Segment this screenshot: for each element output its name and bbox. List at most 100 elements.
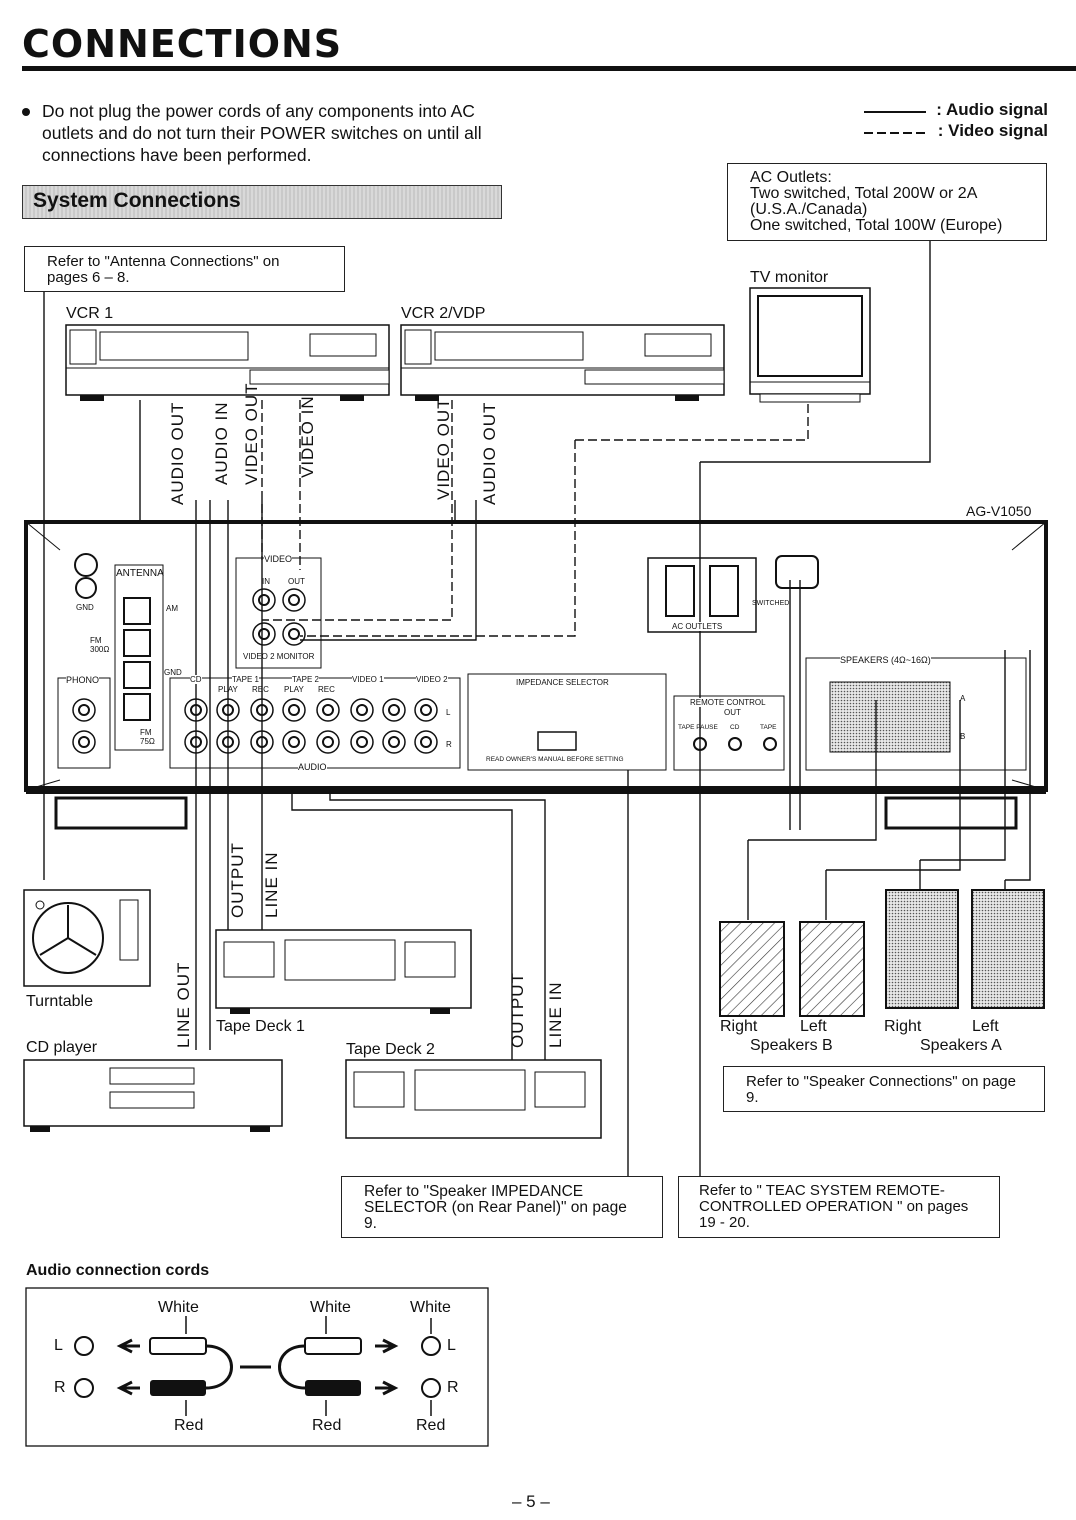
audio-cords-diagram <box>25 1287 489 1447</box>
panel-tape1: TAPE 1 <box>232 675 259 684</box>
speaker-a-left: Left <box>972 1018 999 1035</box>
panel-video2-monitor: VIDEO 2 MONITOR <box>243 652 315 661</box>
rca-jack-center <box>288 594 300 606</box>
rca-jack-center <box>258 628 270 640</box>
tape1-line-in-label: LINE IN <box>262 851 281 918</box>
ac-outlets-note: AC Outlets: Two switched, Total 200W or … <box>727 163 1047 241</box>
cord-red-2: Red <box>312 1417 342 1434</box>
rca-jacks <box>72 588 438 754</box>
cord-right-l: L <box>447 1337 456 1354</box>
cord-right-r: R <box>447 1379 459 1396</box>
panel-am: AM <box>166 604 178 613</box>
panel-remote: REMOTE CONTROL <box>690 698 766 707</box>
rca-jack-center <box>322 704 334 716</box>
legend-video: : Video signal <box>937 121 1048 140</box>
cord-left-l: L <box>54 1337 63 1354</box>
speakers-b-label: Speakers B <box>750 1037 833 1054</box>
panel-l: L <box>446 708 451 717</box>
vcr1-audio-out-label: AUDIO OUT <box>168 401 187 505</box>
warning-note: Do not plug the power cords of any compo… <box>22 100 522 166</box>
ac-line-2: Two switched, Total 200W or 2A <box>750 185 978 202</box>
tv-monitor <box>749 287 871 403</box>
cord-white-2: White <box>310 1299 351 1316</box>
page-title: CONNECTIONS <box>22 22 343 66</box>
rca-jack-center <box>356 736 368 748</box>
panel-read-manual: READ OWNER'S MANUAL BEFORE SETTING <box>486 756 624 763</box>
rca-jack-center <box>356 704 368 716</box>
section-header: System Connections <box>22 185 502 219</box>
rca-jack-center <box>78 704 90 716</box>
rca-jack-center <box>322 736 334 748</box>
panel-tape2: TAPE 2 <box>292 675 319 684</box>
cord-red-3: Red <box>416 1417 446 1434</box>
video-wires <box>261 400 809 637</box>
vcr1-video-in-label: VIDEO IN <box>298 395 317 478</box>
page-number: – 5 – <box>512 1492 550 1511</box>
antenna-note: Refer to "Antenna Connections" on pages … <box>24 246 345 292</box>
vcr2-video-out-label: VIDEO OUT <box>434 397 453 500</box>
vcr1-label: VCR 1 <box>66 305 114 322</box>
vcr1 <box>65 324 390 401</box>
panel-phono: PHONO <box>66 675 100 685</box>
vcr2-audio-out-label: AUDIO OUT <box>480 401 499 505</box>
speaker-b-right: Right <box>720 1018 758 1035</box>
remote-note: Refer to " TEAC SYSTEM REMOTE-CONTROLLED… <box>678 1176 1000 1238</box>
rca-jack-center <box>420 704 432 716</box>
panel-rec-1: REC <box>252 685 269 694</box>
vcr2-label: VCR 2/VDP <box>401 305 486 322</box>
rca-jack-center <box>288 628 300 640</box>
cord-left-r: R <box>54 1379 66 1396</box>
legend-lines <box>864 111 926 134</box>
rca-jack-center <box>258 594 270 606</box>
panel-a: A <box>960 694 966 703</box>
speaker-note: Refer to "Speaker Connections" on page 9… <box>723 1066 1045 1112</box>
tape2-line-in-label: LINE IN <box>546 981 565 1048</box>
speaker-a-right: Right <box>884 1018 922 1035</box>
panel-ac-outlets: AC OUTLETS <box>672 622 723 631</box>
cd-player <box>23 1059 283 1132</box>
panel-video-in: IN <box>262 577 270 586</box>
cord-red-1: Red <box>174 1417 204 1434</box>
audio-wires <box>43 241 1031 1176</box>
panel-play-2: PLAY <box>284 685 304 694</box>
panel-audio: AUDIO <box>298 762 327 772</box>
title-rule <box>22 66 1076 71</box>
panel-speakers: SPEAKERS (4Ω~16Ω) <box>840 655 931 665</box>
rca-jack-center <box>420 736 432 748</box>
rca-jack-center <box>288 704 300 716</box>
panel-cd: CD <box>190 675 202 684</box>
panel-tape-pause: TAPE PAUSE <box>678 724 718 731</box>
panel-video-out: OUT <box>288 577 305 586</box>
speakers <box>719 889 1045 1017</box>
panel-impedance: IMPEDANCE SELECTOR <box>516 678 609 687</box>
section-title: System Connections <box>33 189 241 212</box>
tape1-output-label: OUTPUT <box>228 842 247 918</box>
rca-jack-center <box>288 736 300 748</box>
cord-white-3: White <box>410 1299 451 1316</box>
rca-jack-center <box>78 736 90 748</box>
panel-fm75: FM 75Ω <box>140 728 155 746</box>
tape2-label: Tape Deck 2 <box>346 1041 435 1058</box>
tape-deck-2 <box>345 1059 602 1139</box>
rca-jack-center <box>388 704 400 716</box>
panel-gnd-2: GND <box>164 668 182 677</box>
rca-jack-center <box>388 736 400 748</box>
panel-r: R <box>446 740 452 749</box>
panel-antenna: ANTENNA <box>116 568 164 579</box>
turntable-label: Turntable <box>26 993 93 1010</box>
panel-rec-2: REC <box>318 685 335 694</box>
turntable <box>23 889 151 987</box>
ac-line-3: (U.S.A./Canada) <box>750 201 868 218</box>
vcr1-audio-in-label: AUDIO IN <box>212 401 231 485</box>
ac-line-4: One switched, Total 100W (Europe) <box>750 217 1003 234</box>
tape1-label: Tape Deck 1 <box>216 1018 305 1035</box>
legend-audio: : Audio signal <box>936 100 1048 119</box>
tv-label: TV monitor <box>750 269 829 286</box>
model-label: AG-V1050 <box>966 503 1032 519</box>
panel-video1: VIDEO 1 <box>352 675 384 684</box>
panel-remote-out: OUT <box>724 708 741 717</box>
panel-gnd: GND <box>76 603 94 612</box>
tape2-output-label: OUTPUT <box>508 972 527 1048</box>
vcr1-video-out-label: VIDEO OUT <box>242 382 261 485</box>
